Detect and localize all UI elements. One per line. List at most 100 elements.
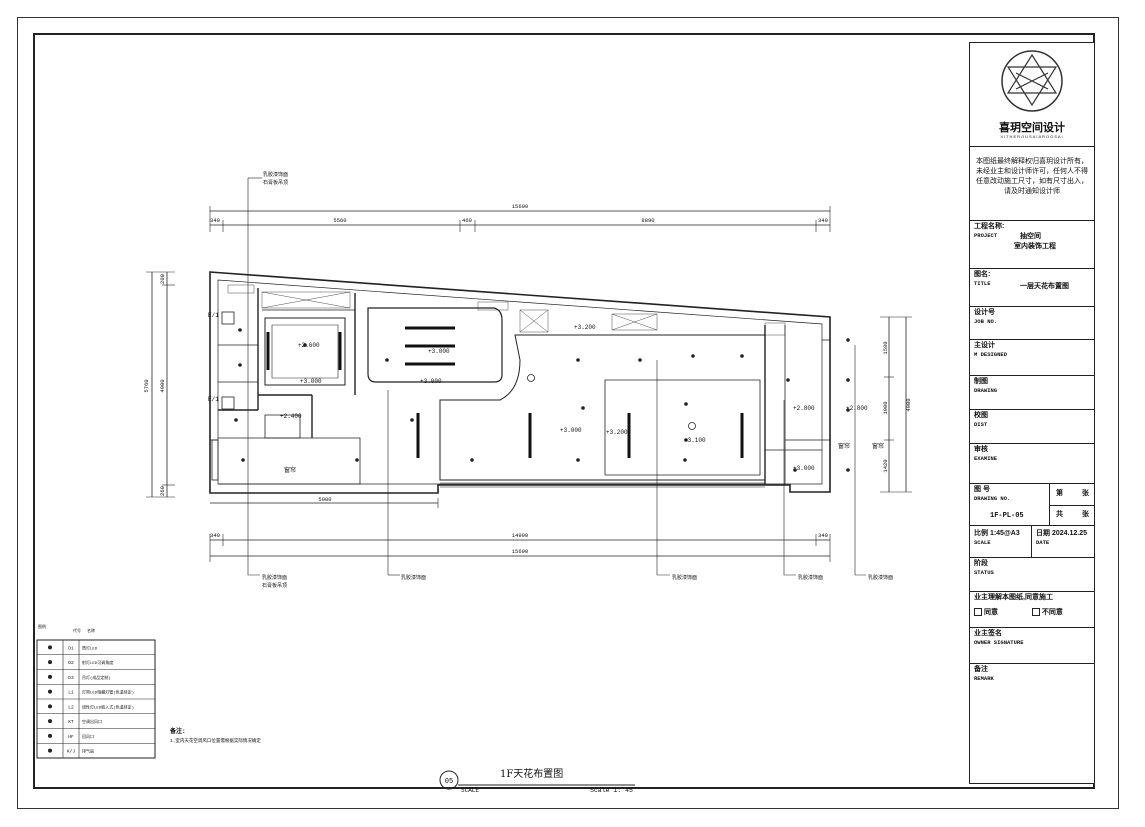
dist-label: 校图	[974, 412, 988, 419]
remark-label-en: REMARK	[974, 674, 994, 682]
dim-top-a: 340	[210, 217, 220, 224]
legend-name: 吊灯(成品定制)	[82, 674, 111, 681]
curtain-label: 窗帘	[838, 442, 850, 450]
date-label: 日期 2024.12.25	[1036, 530, 1087, 537]
job-label-en: JOB NO.	[974, 317, 998, 325]
callout-sub: 石膏板吊顶	[262, 582, 287, 589]
designer-label: 主设计	[974, 342, 995, 349]
section-marker: E/1	[208, 396, 219, 403]
notes-text: 1.室内天花空调风口位置需根据实际情况确定	[170, 737, 261, 744]
sheet-title: 1F天花布置图	[500, 767, 563, 780]
project-label-en: PROJECT	[974, 231, 998, 239]
legend-name: 射灯LED可调角度	[82, 659, 113, 666]
callout-label: 乳胶漆饰面	[262, 574, 287, 581]
curtain-label: 窗帘	[872, 442, 884, 450]
elev-label: +3.000	[428, 348, 450, 355]
company-name: 喜玥空间设计	[999, 122, 1065, 134]
status-row: 阶段 STATUS	[970, 557, 1094, 591]
owner-sig-label-en: OWNER SIGNATURE	[974, 638, 1024, 646]
elev-label: +3.000	[560, 427, 582, 434]
dim-top-c: 460	[462, 217, 472, 224]
scale-date-row: 比例 1:45@A3 SCALE 日期 2024.12.25 DATE	[970, 525, 1094, 558]
remark-label: 备注	[974, 666, 988, 673]
legend-symbol-icon	[48, 704, 52, 709]
drawing-label: 制图	[974, 378, 988, 385]
dim-bottom-total: 15690	[512, 548, 529, 555]
drawno-value: 1F-PL-05	[990, 512, 1024, 520]
copyright-note: 本图纸最终解释权归喜玥设计所有，未经业主和设计师许可，任何人不得任意改动施工尺寸…	[970, 146, 1094, 220]
owner-sig-label: 业主签名	[974, 630, 1002, 637]
sheet-number: 05	[445, 778, 453, 786]
legend-code: K/J	[67, 749, 75, 755]
dim-top-e: 340	[818, 217, 828, 224]
drawing-row: 制图 DRAWING	[970, 375, 1094, 409]
status-label-en: STATUS	[974, 568, 994, 576]
dim-bottom-inner: 5900	[318, 496, 331, 503]
legend-name: 灯带LED暗藏灯管(色温待定)	[82, 689, 134, 696]
company-logo-area: 喜玥空间设计 XITHEROUSAIAROOSAI	[970, 43, 1094, 146]
legend-code: D3	[68, 675, 74, 681]
date-label-en: DATE	[1036, 538, 1050, 546]
designer-row: 主设计 M DESIGNED	[970, 339, 1094, 375]
legend-code: L1	[68, 690, 74, 696]
legend-code: L2	[68, 704, 74, 710]
dim-bottom-c: 340	[818, 532, 828, 539]
section-marker: E/1	[208, 312, 219, 319]
exam-label: 审核	[974, 446, 988, 453]
dim-bottom-b: 14990	[512, 532, 529, 539]
confirm-row: 业主理解本图纸,同意施工 同意 不同意	[970, 591, 1094, 627]
legend-name: 回风口	[82, 734, 94, 740]
callout-label: 乳胶漆饰面	[868, 574, 893, 581]
legend-symbol-icon	[48, 748, 52, 753]
elev-label: +3.200	[606, 429, 628, 436]
status-label: 阶段	[974, 560, 988, 567]
dim-right-total: 4900	[905, 398, 912, 411]
callout-label: 乳胶漆饰面	[401, 574, 426, 581]
total-label: 共	[1056, 511, 1063, 518]
legend-symbol-icon	[48, 645, 52, 650]
dim-top-total: 15690	[512, 203, 529, 210]
legend-name: 排气扇	[82, 748, 94, 755]
legend-header-code: 代号	[73, 627, 81, 634]
page-unit: 张	[1082, 490, 1089, 497]
elev-label: +2.800	[846, 405, 868, 412]
elev-label: +3.000	[300, 378, 322, 385]
legend-code: D1	[68, 645, 74, 651]
scale-label: SCALE	[461, 787, 479, 794]
dim-right-c: 1420	[882, 459, 889, 472]
total-unit: 张	[1082, 511, 1089, 518]
legend-code: HF	[68, 734, 74, 740]
callout-label: 乳胶漆饰面	[798, 574, 823, 581]
legend-header-symbol: 图例	[38, 623, 46, 630]
dim-left-b: 4900	[159, 379, 166, 392]
drawno-label: 图 号	[974, 486, 990, 493]
legend-symbol-icon	[48, 674, 52, 679]
page-label: 第	[1056, 490, 1063, 497]
legend-name: 筒灯LED	[82, 644, 98, 651]
legend-code: KT	[68, 719, 74, 725]
drawno-label-en: DRAWING NO.	[974, 494, 1011, 502]
dim-left-c: 260	[159, 486, 166, 496]
scale-label-en: SCALE	[974, 538, 991, 546]
dim-left-a: 200	[159, 274, 166, 284]
dim-top-d: 8890	[641, 217, 654, 224]
legend-header-name: 名称	[87, 627, 95, 634]
confirm-text: 业主理解本图纸,同意施工	[974, 594, 1053, 601]
agree-checkbox[interactable]	[974, 607, 982, 616]
dim-right-b: 1900	[882, 401, 889, 414]
designer-label-en: M DESIGNED	[974, 350, 1008, 358]
legend-code: D2	[68, 660, 74, 666]
exam-row: 审核 EXAMINE	[970, 443, 1094, 483]
dist-label-en: DIST	[974, 420, 988, 428]
owner-sig-row: 业主签名 OWNER SIGNATURE	[970, 627, 1094, 663]
elev-label: +3.200	[574, 324, 596, 331]
company-name-en: XITHEROUSAIAROOSAI	[1000, 134, 1064, 139]
exam-label-en: EXAMINE	[974, 454, 998, 462]
title-value: 一层天花布置图	[1020, 283, 1069, 290]
dim-top-b: 5560	[333, 217, 346, 224]
elev-label: +3.000	[793, 465, 815, 472]
company-logo-icon	[1001, 50, 1063, 112]
disagree-checkbox[interactable]	[1031, 607, 1040, 616]
title-block: 喜玥空间设计 XITHEROUSAIAROOSAI 本图纸最终解释权归喜玥设计所…	[969, 42, 1095, 784]
